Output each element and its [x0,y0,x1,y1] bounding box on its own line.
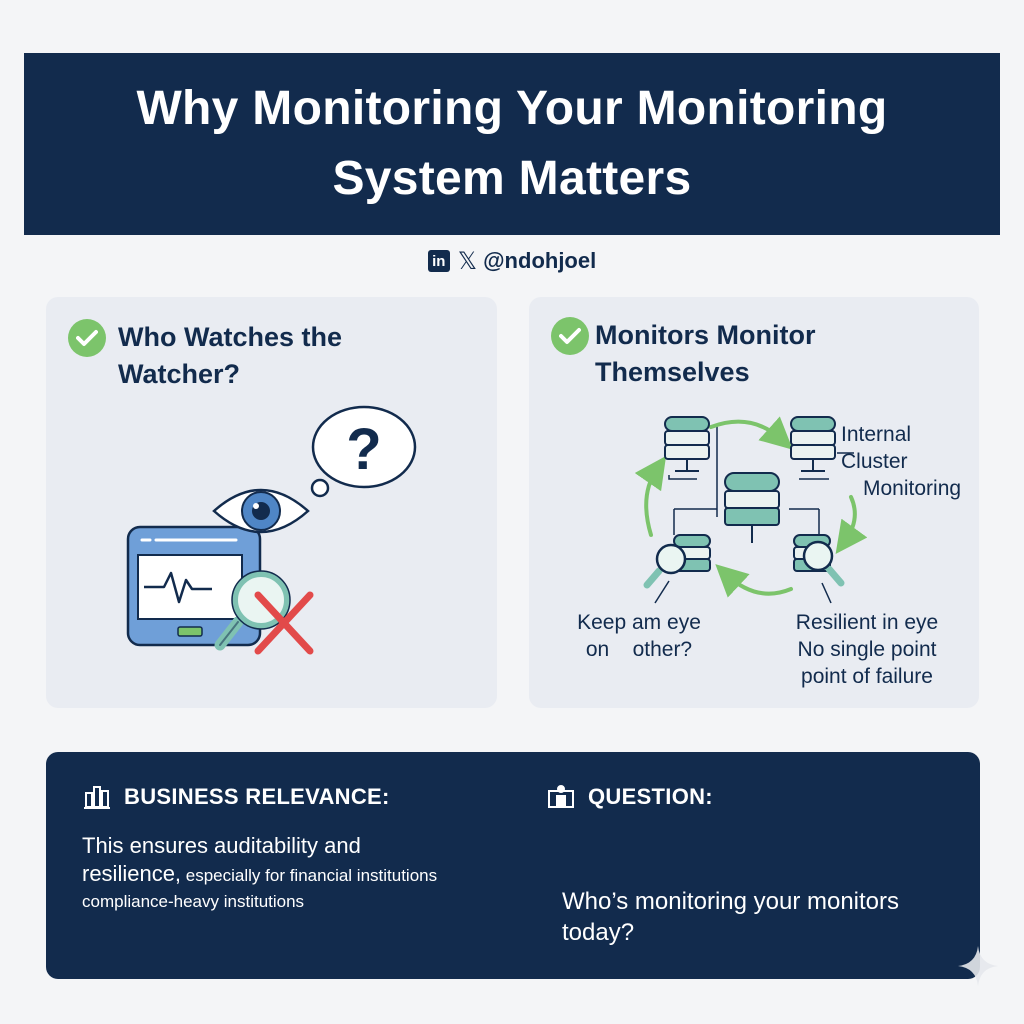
page-title-line2: System Matters [332,152,692,205]
label-keep-eye: Keep am eye on other? [577,611,701,661]
question-text: Who’s monitoring your monitors today? [562,888,900,946]
panel-title-line1: Monitors Monitor [595,320,816,350]
cycle-arrow-icon [634,416,868,598]
panel-title-line1: Who Watches the [118,322,343,352]
bottom-summary: BUSINESS RELEVANCE: This ensures auditab… [46,752,980,979]
label-internal-cluster: Internal Cluster Monitoring [841,423,962,500]
x-icon[interactable]: 𝕏 [457,247,478,275]
social-handles: in 𝕏 @ndohjoel [0,244,1024,278]
social-handle[interactable]: @ndohjoel [483,248,597,273]
business-text: This ensures auditability and resilience… [82,833,438,911]
presenter-icon [548,785,574,808]
panel-title-monitors: Monitors Monitor Themselves [595,317,815,391]
question-heading-row: QUESTION: [546,784,713,810]
business-heading-row: BUSINESS RELEVANCE: [82,784,390,810]
watcher-illustration: ? [126,405,417,655]
building-icon [84,786,110,809]
panel-title-who-watches: Who Watches the Watcher? [118,319,342,393]
panel-title-line2: Watcher? [118,359,241,389]
cluster-diagram [634,416,868,604]
check-icon [68,319,106,357]
error-x-icon [254,591,314,655]
label-resilient: Resilient in eye No single point point o… [795,611,939,688]
panel-title-line2: Themselves [595,357,750,387]
sparkle-icon [958,946,998,986]
panel-who-watches: Who Watches the Watcher? ? [46,297,497,708]
question-heading: QUESTION: [588,784,713,809]
server-icon [790,416,836,472]
linkedin-icon[interactable]: in [427,250,450,272]
page-title: Why Monitoring Your Monitoring System Ma… [136,74,887,214]
server-icon [664,416,710,472]
header-banner: Why Monitoring Your Monitoring System Ma… [24,53,1000,235]
eye-icon [212,488,310,534]
page-title-line1: Why Monitoring Your Monitoring [136,82,888,135]
magnifier-icon [802,540,845,587]
server-icon [724,472,780,543]
panel-monitors-monitor: Monitors Monitor Themselves [529,297,979,708]
magnifier-icon [643,543,687,589]
business-heading: BUSINESS RELEVANCE: [124,784,390,809]
monitor-icon [126,525,262,647]
question-bubble-icon: ? [310,405,417,498]
check-icon [551,317,589,355]
bubble-question-mark: ? [346,417,381,482]
